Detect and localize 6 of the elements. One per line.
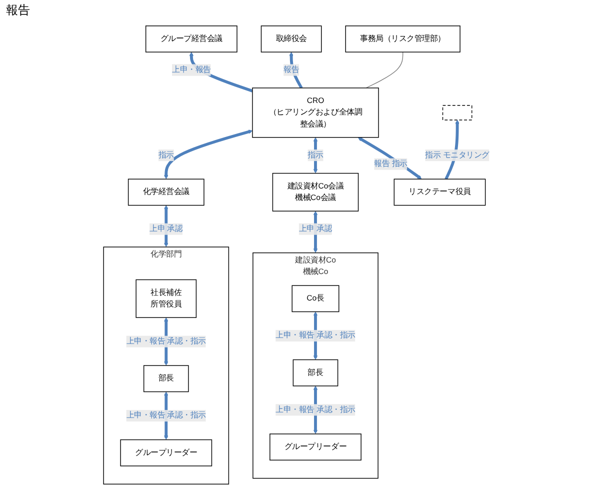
arrow bbox=[358, 137, 422, 180]
arrow bbox=[313, 137, 318, 174]
annotation-text: 報告 bbox=[6, 3, 30, 17]
node-box bbox=[442, 105, 472, 120]
arrow bbox=[164, 130, 253, 180]
connector bbox=[366, 52, 404, 88]
